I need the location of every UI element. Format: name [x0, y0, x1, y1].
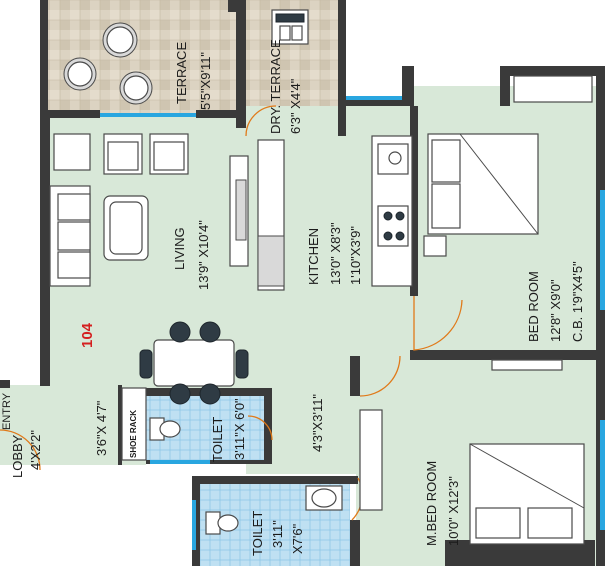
toilet1-name: TOILET [210, 417, 225, 462]
mbedroom-furniture [359, 359, 585, 545]
lobby-size: 4'X2'2" [28, 430, 43, 470]
kitchen-size2: 1'10"X3'9" [348, 226, 363, 285]
terrace-name: TERRACE [174, 42, 189, 104]
labels: TERRACE 5'5"X9'11" DRY. TERRACE 6'3" X4'… [1, 39, 585, 556]
kitchen-window [346, 96, 402, 100]
terrace-furniture [63, 22, 153, 105]
unit-number: 104 [79, 322, 96, 348]
shoe-rack-label: SHOE RACK [129, 410, 138, 458]
mbed-window [600, 420, 605, 530]
bedroom-name: BED ROOM [526, 271, 541, 342]
living-furniture [49, 133, 249, 287]
toilet-fixtures [121, 387, 343, 535]
toilet2-name: TOILET [250, 511, 265, 556]
dry-terrace-name: DRY. TERRACE [268, 39, 283, 134]
passage2-size: 4'3"X3'11" [310, 394, 325, 452]
passage-floor [246, 296, 412, 474]
toilet1-window [150, 460, 210, 464]
bedroom-size: 12'8" X9'0" [548, 279, 563, 342]
terrace-size: 5'5"X9'11" [198, 52, 213, 110]
toilet2-size2: X7'6" [290, 523, 305, 554]
lobby-floor [0, 385, 40, 465]
dry-terrace-size: 6'3" X4'4" [288, 78, 303, 134]
toilet1-size: 3'11"X 6'0" [232, 398, 247, 460]
terrace-window [100, 113, 196, 117]
windows [100, 96, 605, 550]
kitchen-name: KITCHEN [306, 228, 321, 285]
lobby-partial: ENTRY [1, 392, 13, 430]
kitchen-furniture [257, 9, 413, 291]
bedroom-window [600, 190, 605, 310]
passage1-size: 3'6"X 4'7" [94, 400, 109, 456]
mbed-name: M.BED ROOM [424, 461, 439, 546]
kitchen-size: 13'0" X8'3" [328, 222, 343, 285]
dining-table [139, 321, 249, 405]
toilet2-window [192, 500, 196, 550]
living-name: LIVING [172, 227, 187, 270]
bedroom-size2: C.B. 1'9"X4'5" [570, 261, 585, 342]
toilet2-size: 3'11" [270, 520, 285, 548]
bedroom-furniture [423, 75, 593, 257]
living-size: 13'9" X10'4" [196, 220, 211, 290]
mbed-size: 10'0" X12'3" [446, 476, 461, 546]
lobby-name: LOBBY [10, 434, 25, 478]
